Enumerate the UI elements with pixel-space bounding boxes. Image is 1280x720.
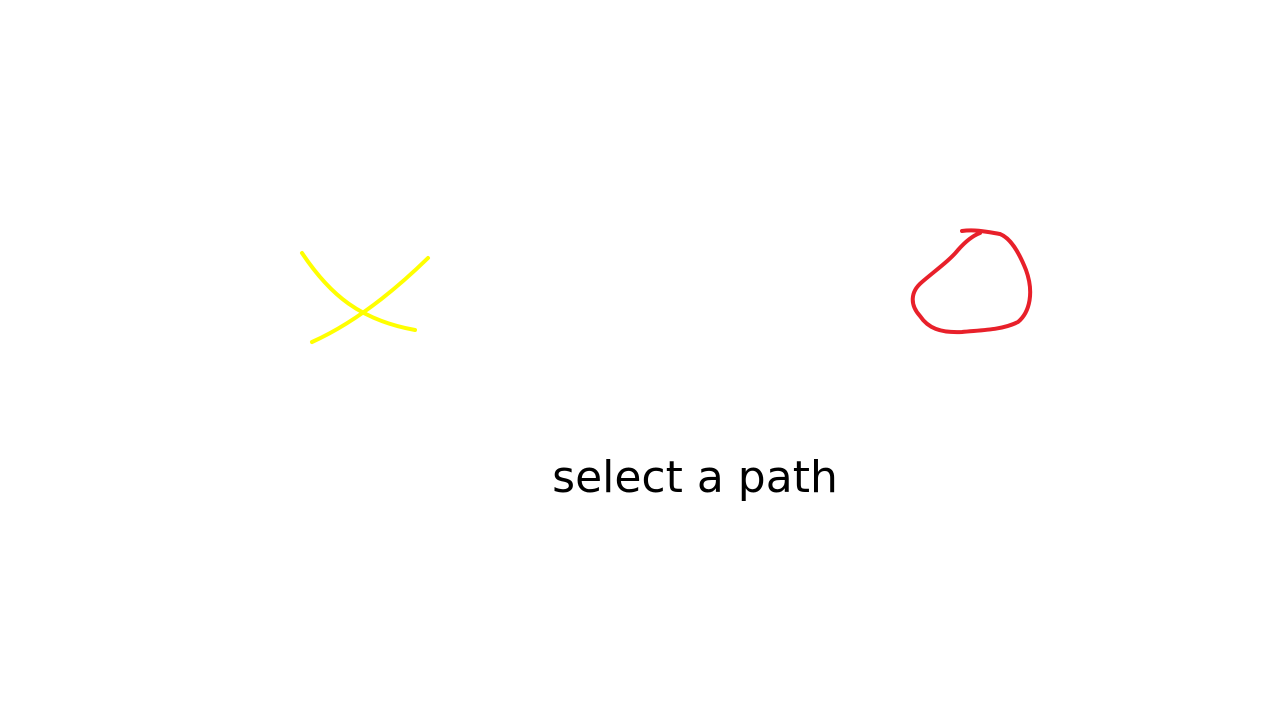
path-o-option[interactable] [900, 220, 1045, 345]
path-x-option[interactable] [290, 240, 440, 355]
circle-icon [910, 228, 1033, 335]
cross-icon [300, 251, 430, 344]
select-path-prompt: select a path [552, 452, 838, 503]
